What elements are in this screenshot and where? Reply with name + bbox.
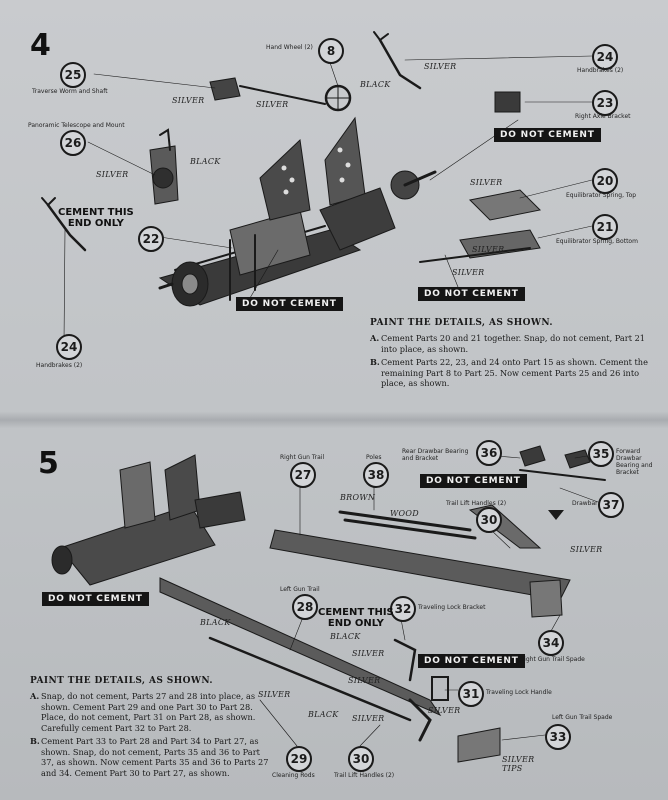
part-label: Handbrakes (2) — [577, 67, 624, 74]
instruction-item: B. Cement Part 33 to Part 28 and Part 34… — [30, 736, 269, 778]
part-label: Left Gun Trail — [280, 586, 320, 593]
part-label: Panoramic Telescope and Mount — [28, 122, 125, 129]
part-label: Equilibrator Spring, Bottom — [556, 238, 638, 245]
part-callout: 29 — [286, 746, 312, 772]
paint-label: BLACK — [330, 632, 361, 641]
paint-label: BLACK — [200, 618, 231, 627]
paint-label: SILVER — [172, 96, 205, 105]
part-callout: 22 — [138, 226, 164, 252]
part-callout: 25 — [60, 62, 86, 88]
paint-label: SILVER — [570, 545, 603, 554]
part-callout: 35 — [588, 441, 614, 467]
part-callout: 27 — [290, 462, 316, 488]
part-callout: 24 — [592, 44, 618, 70]
part-callout: 34 — [538, 630, 564, 656]
part-callout: 23 — [592, 90, 618, 116]
step-number: 5 — [38, 446, 59, 481]
step5-instructions: PAINT THE DETAILS, AS SHOWN. A. Snap, do… — [30, 676, 270, 781]
part-label: Trail Lift Handles (2) — [334, 772, 395, 779]
part-callout: 24 — [56, 334, 82, 360]
paint-label: SILVER — [424, 62, 457, 71]
part-label: Cleaning Rods — [272, 772, 315, 779]
do-not-cement-tag: DO NOT CEMENT — [418, 287, 525, 301]
part-callout: 20 — [592, 168, 618, 194]
do-not-cement-tag: DO NOT CEMENT — [418, 654, 525, 668]
paint-label: SILVER — [352, 649, 385, 658]
paint-label: SILVER — [452, 268, 485, 277]
paint-label: SILVER — [348, 676, 381, 685]
paint-label: WOOD — [390, 509, 419, 518]
gun-carriage-step4 — [41, 31, 593, 343]
paint-label: SILVER — [428, 706, 461, 715]
paint-label: BLACK — [360, 80, 391, 89]
paint-label: SILVER — [470, 178, 503, 187]
part-label: Poles — [366, 454, 382, 461]
part-label: Forward Drawbar Bearing and Bracket — [616, 448, 653, 476]
part-label: Right Axle Bracket — [575, 113, 631, 120]
do-not-cement-tag: DO NOT CEMENT — [42, 592, 149, 606]
do-not-cement-tag: DO NOT CEMENT — [420, 474, 527, 488]
paint-label: SILVER — [256, 100, 289, 109]
instruction-item: B. Cement Parts 22, 23, and 24 onto Part… — [370, 357, 648, 388]
page-fold-divider — [0, 412, 668, 428]
do-not-cement-tag: DO NOT CEMENT — [236, 297, 343, 311]
part-label: Traveling Lock Handle — [486, 689, 552, 696]
paint-label: BLACK — [190, 157, 221, 166]
part-callout: 8 — [318, 38, 344, 64]
cement-this-end-note: CEMENT THIS END ONLY — [318, 607, 394, 629]
part-label: Right Gun Trail — [280, 454, 325, 461]
paint-label: SILVER — [96, 170, 129, 179]
part-label: Left Gun Trail Spade — [552, 714, 613, 721]
part-callout: 31 — [458, 681, 484, 707]
part-callout: 32 — [390, 596, 416, 622]
part-label: Hand Wheel (2) — [266, 44, 313, 51]
part-callout: 30 — [348, 746, 374, 772]
instruction-item: A. Cement Parts 20 and 21 together. Snap… — [370, 333, 646, 354]
part-label: Equilibrator Spring, Top — [566, 192, 637, 199]
part-label: Drawbar — [572, 500, 598, 507]
part-callout: 36 — [476, 440, 502, 466]
part-label: Trail Lift Handles (2) — [446, 500, 507, 507]
step-number: 4 — [30, 28, 51, 63]
part-label: Rear Drawbar Bearing and Bracket — [402, 448, 469, 462]
part-label: Handbrakes (2) — [36, 362, 83, 369]
paint-label: SILVER — [472, 245, 505, 254]
paint-label: BLACK — [308, 710, 339, 719]
instructions-heading: PAINT THE DETAILS, AS SHOWN. — [370, 318, 553, 328]
part-callout: 28 — [292, 594, 318, 620]
paint-label: SILVER — [352, 714, 385, 723]
part-callout: 33 — [545, 724, 571, 750]
part-callout: 38 — [363, 462, 389, 488]
do-not-cement-tag: DO NOT CEMENT — [494, 128, 601, 142]
part-label: Traverse Worm and Shaft — [32, 88, 108, 95]
part-callout: 30 — [476, 507, 502, 533]
part-label: Traveling Lock Bracket — [418, 604, 486, 611]
cement-this-end-note: CEMENT THIS END ONLY — [58, 207, 134, 229]
part-callout: 21 — [592, 214, 618, 240]
instructions-heading: PAINT THE DETAILS, AS SHOWN. — [30, 676, 213, 686]
instruction-item: A. Snap, do not cement, Parts 27 and 28 … — [30, 691, 256, 733]
paint-label: BROWN — [340, 493, 376, 502]
step4-instructions: PAINT THE DETAILS, AS SHOWN. A. Cement P… — [370, 318, 650, 392]
silver-tips-label: SILVER TIPS — [502, 755, 535, 773]
part-callout: 37 — [598, 492, 624, 518]
part-callout: 26 — [60, 130, 86, 156]
part-label: Right Gun Trail Spade — [520, 656, 585, 663]
paint-label: SILVER — [258, 690, 291, 699]
